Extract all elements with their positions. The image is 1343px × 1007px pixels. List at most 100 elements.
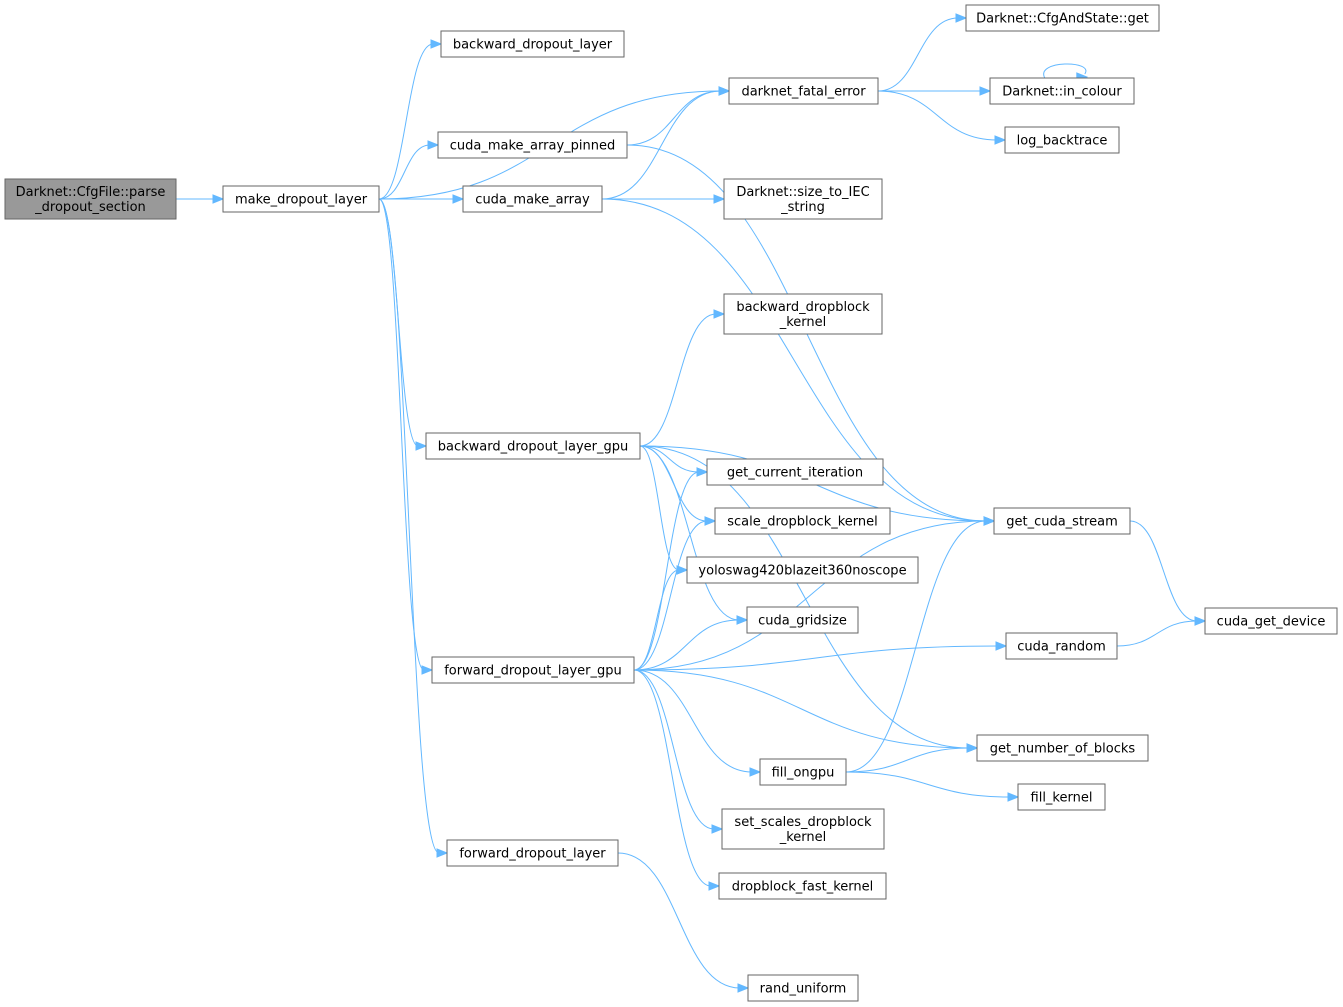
edge-line <box>639 445 680 571</box>
node-parse[interactable]: Darknet::CfgFile::parse_dropout_section <box>4 178 177 220</box>
edge-line <box>639 313 717 447</box>
node-box <box>759 758 847 786</box>
arrowhead-icon <box>966 743 979 753</box>
edge-line <box>633 520 987 671</box>
edge-line <box>877 90 998 141</box>
edge-line <box>633 619 740 671</box>
edge-line <box>378 144 431 200</box>
edge-line <box>633 520 708 671</box>
edge-bdlg-to-gnb <box>639 445 979 753</box>
node-gnb[interactable]: get_number_of_blocks <box>976 734 1149 762</box>
node-inc[interactable]: Darknet::in_colour <box>989 77 1135 105</box>
edge-make-to-fdlg <box>378 198 434 675</box>
node-dfe[interactable]: darknet_fatal_error <box>728 77 879 105</box>
node-label: _kernel <box>779 315 827 330</box>
node-rand[interactable]: rand_uniform <box>747 974 859 1002</box>
edge-dfe-to-logb <box>877 90 1007 145</box>
node-box <box>721 808 885 850</box>
node-label: scale_dropblock_kernel <box>727 515 878 530</box>
edge-line <box>633 669 753 773</box>
edge-make-to-bdl <box>378 39 443 200</box>
edge-dfe-to-cfg <box>877 13 968 92</box>
node-iec[interactable]: Darknet::size_to_IEC_string <box>723 178 883 220</box>
node-ssdk[interactable]: set_scales_dropblock_kernel <box>721 808 885 850</box>
arrowhead-icon <box>436 848 449 858</box>
node-label: cuda_random <box>1017 640 1106 655</box>
node-label: Darknet::CfgAndState::get <box>976 12 1149 27</box>
node-cfg[interactable]: Darknet::CfgAndState::get <box>965 4 1160 32</box>
node-box <box>1005 632 1118 660</box>
node-label: backward_dropout_layer <box>453 38 613 53</box>
edge-line <box>633 669 712 887</box>
node-logb[interactable]: log_backtrace <box>1004 126 1120 154</box>
node-label: cuda_gridsize <box>758 614 847 629</box>
edge-line <box>633 669 715 830</box>
node-box <box>965 4 1160 32</box>
node-fill[interactable]: fill_ongpu <box>759 758 847 786</box>
node-label: _kernel <box>779 830 827 845</box>
arrowhead-icon <box>676 565 689 575</box>
node-label: cuda_make_array <box>475 193 590 208</box>
arrowhead-icon <box>713 309 726 319</box>
node-label: dropblock_fast_kernel <box>732 880 873 895</box>
arrowhead-icon <box>994 135 1007 145</box>
edge-line <box>626 90 722 146</box>
node-bdlg[interactable]: backward_dropout_layer_gpu <box>425 432 641 460</box>
node-label: Darknet::in_colour <box>1002 85 1122 100</box>
node-box <box>431 656 635 684</box>
arrowhead-icon <box>430 39 443 49</box>
edge-line <box>1043 63 1087 79</box>
node-box <box>746 606 859 634</box>
node-box <box>686 556 919 584</box>
node-crand[interactable]: cuda_random <box>1005 632 1118 660</box>
edge-line <box>845 771 1011 798</box>
edge-cmap-to-dfe <box>626 86 731 146</box>
arrowhead-icon <box>983 516 996 526</box>
node-fdl[interactable]: forward_dropout_layer <box>446 839 619 867</box>
arrowhead-icon <box>704 516 717 526</box>
node-label: get_cuda_stream <box>1006 515 1118 530</box>
node-cgd[interactable]: cuda_get_device <box>1204 607 1338 635</box>
node-cmap[interactable]: cuda_make_array_pinned <box>437 131 628 159</box>
edge-fdlg-to-fill <box>633 669 762 777</box>
arrowhead-icon <box>718 86 731 96</box>
edge-bdlg-to-bdk <box>639 309 726 447</box>
node-box <box>222 185 380 213</box>
arrowhead-icon <box>737 983 750 993</box>
arrowhead-icon <box>696 467 709 477</box>
edge-make-to-bdlg <box>378 198 428 451</box>
node-label: make_dropout_layer <box>235 193 368 208</box>
edge-line <box>633 645 999 671</box>
node-cgs[interactable]: cuda_gridsize <box>746 606 859 634</box>
edge-line <box>1129 520 1198 622</box>
node-yolo[interactable]: yoloswag420blazeit360noscope <box>686 556 919 584</box>
edge-make-to-cmap <box>378 140 440 200</box>
node-box <box>723 293 883 335</box>
node-fdlg[interactable]: forward_dropout_layer_gpu <box>431 656 635 684</box>
nodes-layer: Darknet::CfgFile::parse_dropout_section m… <box>4 4 1338 1002</box>
edge-make-to-cma <box>379 194 465 204</box>
edge-cma-to-dfe <box>601 86 731 200</box>
node-label: Darknet::CfgFile::parse <box>16 185 166 200</box>
edge-line <box>378 198 440 854</box>
node-dfk[interactable]: dropblock_fast_kernel <box>718 872 887 900</box>
node-gci[interactable]: get_current_iteration <box>706 458 884 486</box>
edge-fill-to-fillk <box>845 771 1020 802</box>
node-gcs[interactable]: get_cuda_stream <box>993 507 1131 535</box>
node-fillk[interactable]: fill_kernel <box>1017 783 1106 811</box>
arrowhead-icon <box>955 13 968 23</box>
node-box <box>747 974 859 1002</box>
node-sdk[interactable]: scale_dropblock_kernel <box>714 507 891 535</box>
edge-fdlg-to-sdk <box>633 516 717 671</box>
arrowhead-icon <box>711 824 724 834</box>
node-bdk[interactable]: backward_dropblock_kernel <box>723 293 883 335</box>
arrowhead-icon <box>736 615 749 625</box>
edge-line <box>639 445 740 621</box>
node-cma[interactable]: cuda_make_array <box>462 185 603 213</box>
node-box <box>437 131 628 159</box>
node-make[interactable]: make_dropout_layer <box>222 185 380 213</box>
node-box <box>4 178 177 220</box>
node-box <box>723 178 883 220</box>
node-bdl[interactable]: backward_dropout_layer <box>440 30 625 58</box>
